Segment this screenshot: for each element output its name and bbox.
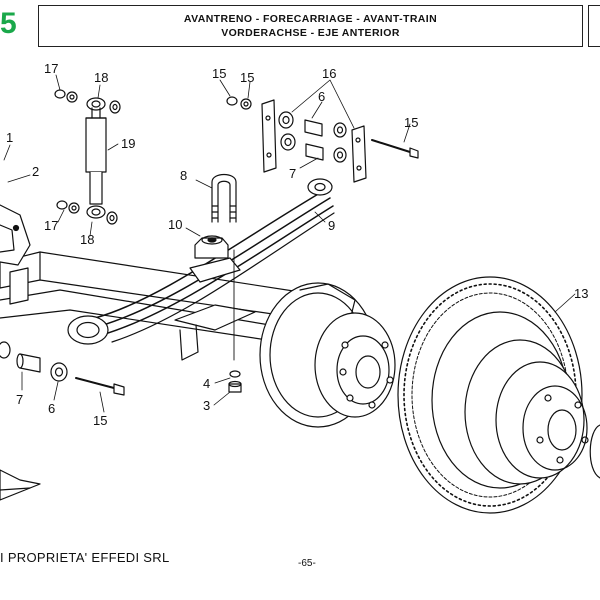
bump-stop <box>194 235 229 259</box>
leader-lines <box>3 74 576 413</box>
wheel-rim <box>464 339 589 485</box>
callout-19: 19 <box>121 136 135 151</box>
callout-18-top: 18 <box>94 70 108 85</box>
footer-page-number: -65- <box>298 558 316 569</box>
callout-4: 4 <box>203 376 210 391</box>
left-axle-bracket <box>0 204 31 266</box>
callout-18-bottom: 18 <box>80 232 94 247</box>
shackle-assembly <box>226 96 419 183</box>
callout-15-top-right: 15 <box>240 70 254 85</box>
page-number: 5 <box>0 7 17 40</box>
callout-2: 2 <box>32 164 39 179</box>
callout-10: 10 <box>168 217 182 232</box>
callout-17-top: 17 <box>44 61 58 76</box>
callout-6-bottom: 6 <box>48 401 55 416</box>
callout-6-top: 6 <box>318 89 325 104</box>
axle-beam <box>0 251 301 346</box>
spring-pad-bracket <box>174 257 256 361</box>
front-eye-bushes <box>0 341 125 396</box>
callout-7-bottom: 7 <box>16 392 23 407</box>
callout-15-right: 15 <box>404 115 418 130</box>
leaf-spring <box>67 178 335 345</box>
shock-absorber <box>85 97 107 219</box>
callout-17-bottom: 17 <box>44 218 58 233</box>
ground-plate <box>0 469 41 501</box>
callout-13: 13 <box>574 286 588 301</box>
callout-3: 3 <box>203 398 210 413</box>
callout-15-top-left: 15 <box>212 66 226 81</box>
footer-copyright: I PROPRIETA' EFFEDI SRL <box>0 550 170 565</box>
callout-9: 9 <box>328 218 335 233</box>
callout-8: 8 <box>180 168 187 183</box>
callout-1: 1 <box>6 130 13 145</box>
wheel-hub <box>314 312 396 418</box>
callout-16: 16 <box>322 66 336 81</box>
nut-and-washer <box>228 370 242 393</box>
side-box <box>588 5 600 47</box>
shock-upper-bushes <box>54 89 121 114</box>
callout-15-bottom: 15 <box>93 413 107 428</box>
title-line-1: AVANTRENO - FORECARRIAGE - AVANT-TRAIN <box>183 13 438 25</box>
shock-lower-bushes <box>56 200 118 225</box>
hub-cap-edge <box>589 424 600 479</box>
callout-numbers: 1 2 17 18 19 17 18 8 10 9 15 15 16 6 7 1… <box>6 61 588 428</box>
title-box: AVANTRENO - FORECARRIAGE - AVANT-TRAIN V… <box>38 5 583 47</box>
title-line-2: VORDERACHSE - EJE ANTERIOR <box>221 27 400 39</box>
callout-7-top: 7 <box>289 166 296 181</box>
u-bolt <box>211 173 237 223</box>
